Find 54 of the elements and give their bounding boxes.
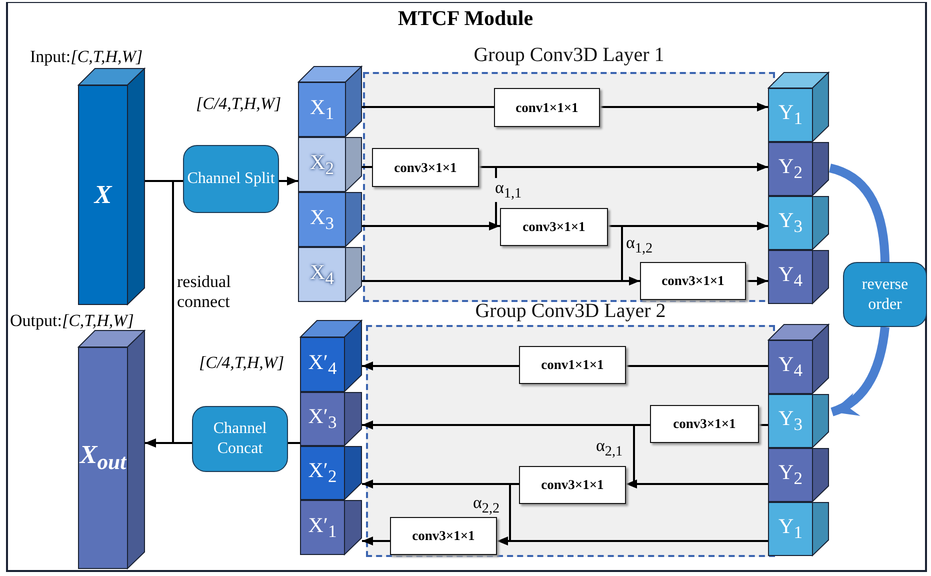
tensor-label: X′$_{4}$ xyxy=(308,352,337,378)
tensor-label: X$_{out}$ xyxy=(80,442,126,474)
group-title: Group Conv3D Layer 1 xyxy=(474,44,664,66)
conv-box: conv3×1×1 xyxy=(650,405,759,443)
tensor-label: X′$_{3}$ xyxy=(308,406,337,432)
arrow xyxy=(746,276,768,286)
process-box: reverse order xyxy=(843,262,927,327)
arrow xyxy=(608,225,640,286)
arrow xyxy=(497,483,519,546)
arrow xyxy=(279,176,298,186)
diagram-title: MTCF Module xyxy=(398,6,534,30)
arrow xyxy=(830,326,890,416)
connector-line xyxy=(626,365,768,367)
tensor-label: X xyxy=(94,182,112,208)
conv-box: conv1×1×1 xyxy=(519,346,626,384)
tensor-label: X′$_{2}$ xyxy=(308,460,337,486)
tensor-label: Y$_{4}$ xyxy=(778,264,802,290)
edge-label: α$_{1,1}$ xyxy=(494,178,523,202)
shape-annotation: Output:[C,T,H,W] xyxy=(10,311,134,331)
connector-line xyxy=(828,164,890,262)
tensor-label: X$_{2}$ xyxy=(310,152,334,178)
tensor-label: Y$_{3}$ xyxy=(778,408,802,434)
arrow xyxy=(362,362,519,370)
tensor-label: X′$_{1}$ xyxy=(308,514,337,540)
tensor-label: X$_{1}$ xyxy=(310,96,334,122)
tensor-label: Y$_{2}$ xyxy=(778,156,802,182)
arrow xyxy=(145,438,192,448)
arrow xyxy=(362,536,390,546)
conv-box: conv3×1×1 xyxy=(519,466,626,504)
shape-annotation: Input:[C,T,H,W] xyxy=(30,47,143,67)
connector-line xyxy=(362,106,494,108)
tensor-label: Y$_{4}$ xyxy=(778,354,802,380)
conv-box: conv3×1×1 xyxy=(390,517,497,555)
process-box: Channel Split xyxy=(183,145,279,213)
connector-line xyxy=(759,424,768,426)
process-box: Channel Concat xyxy=(192,406,288,472)
connector-line xyxy=(362,166,372,168)
connector-line xyxy=(497,540,768,542)
tensor-label: Y$_{1}$ xyxy=(778,516,802,542)
tensor-label: X$_{3}$ xyxy=(310,206,334,232)
arrow xyxy=(600,102,768,112)
conv-box: conv1×1×1 xyxy=(494,88,600,127)
tensor-label: Y$_{3}$ xyxy=(778,210,802,236)
tensor-label: X$_{4}$ xyxy=(310,262,334,288)
connector-line xyxy=(288,442,300,444)
shape-annotation: [C/4,T,H,W] xyxy=(199,353,284,373)
tensor-label: Y$_{2}$ xyxy=(778,462,802,488)
arrow xyxy=(626,424,650,488)
group-title: Group Conv3D Layer 2 xyxy=(475,300,666,322)
conv-box: conv3×1×1 xyxy=(640,262,746,300)
conv-box: conv3×1×1 xyxy=(372,148,479,187)
tensor-label: Y$_{1}$ xyxy=(778,102,802,128)
conv-box: conv3×1×1 xyxy=(500,208,608,246)
shape-annotation: [C/4,T,H,W] xyxy=(196,94,282,114)
